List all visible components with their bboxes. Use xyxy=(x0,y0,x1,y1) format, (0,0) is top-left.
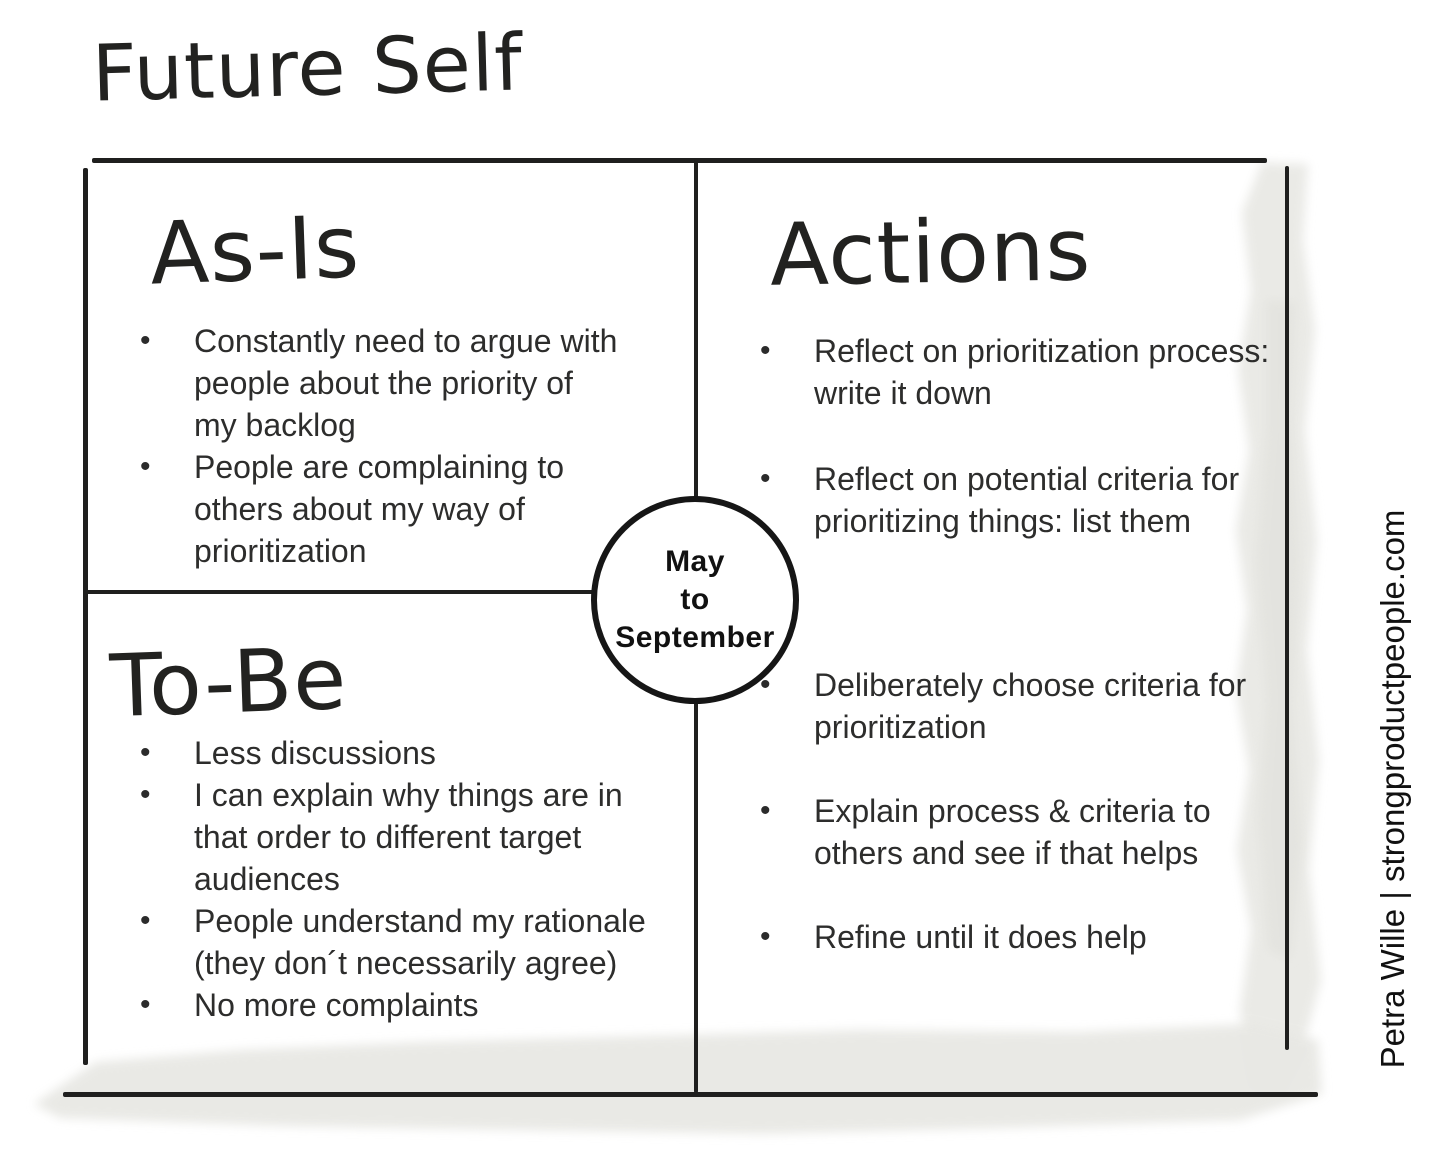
timeframe-text-line: to xyxy=(680,583,710,616)
bullet-icon: • xyxy=(140,736,151,769)
bullet-item: • Constantly need to argue with people a… xyxy=(128,320,618,446)
timeframe-circle: May to September xyxy=(591,496,799,704)
bullet-text: Reflect on prioritization process: write… xyxy=(814,333,1270,411)
bullet-item: • I can explain why things are in that o… xyxy=(128,774,666,900)
timeframe-text-line: September xyxy=(615,621,775,654)
left-quadrant-divider-line xyxy=(85,590,597,594)
attribution-text: Petra Wille | strongproductpeople.com xyxy=(1374,509,1411,1069)
bullet-text: Deliberately choose criteria for priorit… xyxy=(814,667,1247,745)
bullet-text: Constantly need to argue with people abo… xyxy=(194,323,618,443)
as-is-bullet-list: • Constantly need to argue with people a… xyxy=(128,320,618,572)
left-border-line xyxy=(83,168,88,1065)
bullet-item: • People are complaining to others about… xyxy=(128,446,618,572)
to-be-bullet-list: • Less discussions • I can explain why t… xyxy=(128,732,666,1026)
bullet-icon: • xyxy=(140,324,151,357)
bullet-text: People understand my rationale (they don… xyxy=(194,903,646,981)
bottom-border-line xyxy=(63,1092,1318,1097)
to-be-heading: To-Be xyxy=(108,628,349,738)
bullet-icon: • xyxy=(140,450,151,483)
actions-heading: Actions xyxy=(769,200,1093,306)
bullet-item: • People understand my rationale (they d… xyxy=(128,900,666,984)
bottom-edge-shadow xyxy=(34,1024,1322,1134)
page-title: Future Self xyxy=(90,18,524,120)
as-is-heading: As-Is xyxy=(148,197,362,305)
bullet-text: Refine until it does help xyxy=(814,919,1147,955)
bullet-item: • Deliberately choose criteria for prior… xyxy=(748,664,1276,748)
bullet-item: • Reflect on prioritization process: wri… xyxy=(748,330,1276,414)
bullet-icon: • xyxy=(140,988,151,1021)
top-border-line xyxy=(92,158,1267,163)
bullet-text: Reflect on potential criteria for priori… xyxy=(814,461,1240,539)
bullet-text: No more complaints xyxy=(194,987,479,1023)
bullet-icon: • xyxy=(760,794,771,827)
bullet-icon: • xyxy=(760,668,771,701)
bullet-icon: • xyxy=(140,778,151,811)
bullet-text: Less discussions xyxy=(194,735,436,771)
bullet-item: • Refine until it does help xyxy=(748,916,1276,958)
bullet-item: • No more complaints xyxy=(128,984,666,1026)
bullet-text: People are complaining to others about m… xyxy=(194,449,565,569)
bullet-icon: • xyxy=(760,462,771,495)
bullet-icon: • xyxy=(760,920,771,953)
bullet-text: Explain process & criteria to others and… xyxy=(814,793,1211,871)
bullet-item: • Less discussions xyxy=(128,732,666,774)
right-border-line xyxy=(1285,166,1289,1050)
timeframe-text-line: May xyxy=(665,545,725,578)
bullet-icon: • xyxy=(140,904,151,937)
bullet-item: • Explain process & criteria to others a… xyxy=(748,790,1276,874)
bullet-text: I can explain why things are in that ord… xyxy=(194,777,623,897)
bullet-icon: • xyxy=(760,334,771,367)
actions-bullet-list: • Reflect on prioritization process: wri… xyxy=(748,330,1276,958)
bullet-item: • Reflect on potential criteria for prio… xyxy=(748,458,1276,542)
